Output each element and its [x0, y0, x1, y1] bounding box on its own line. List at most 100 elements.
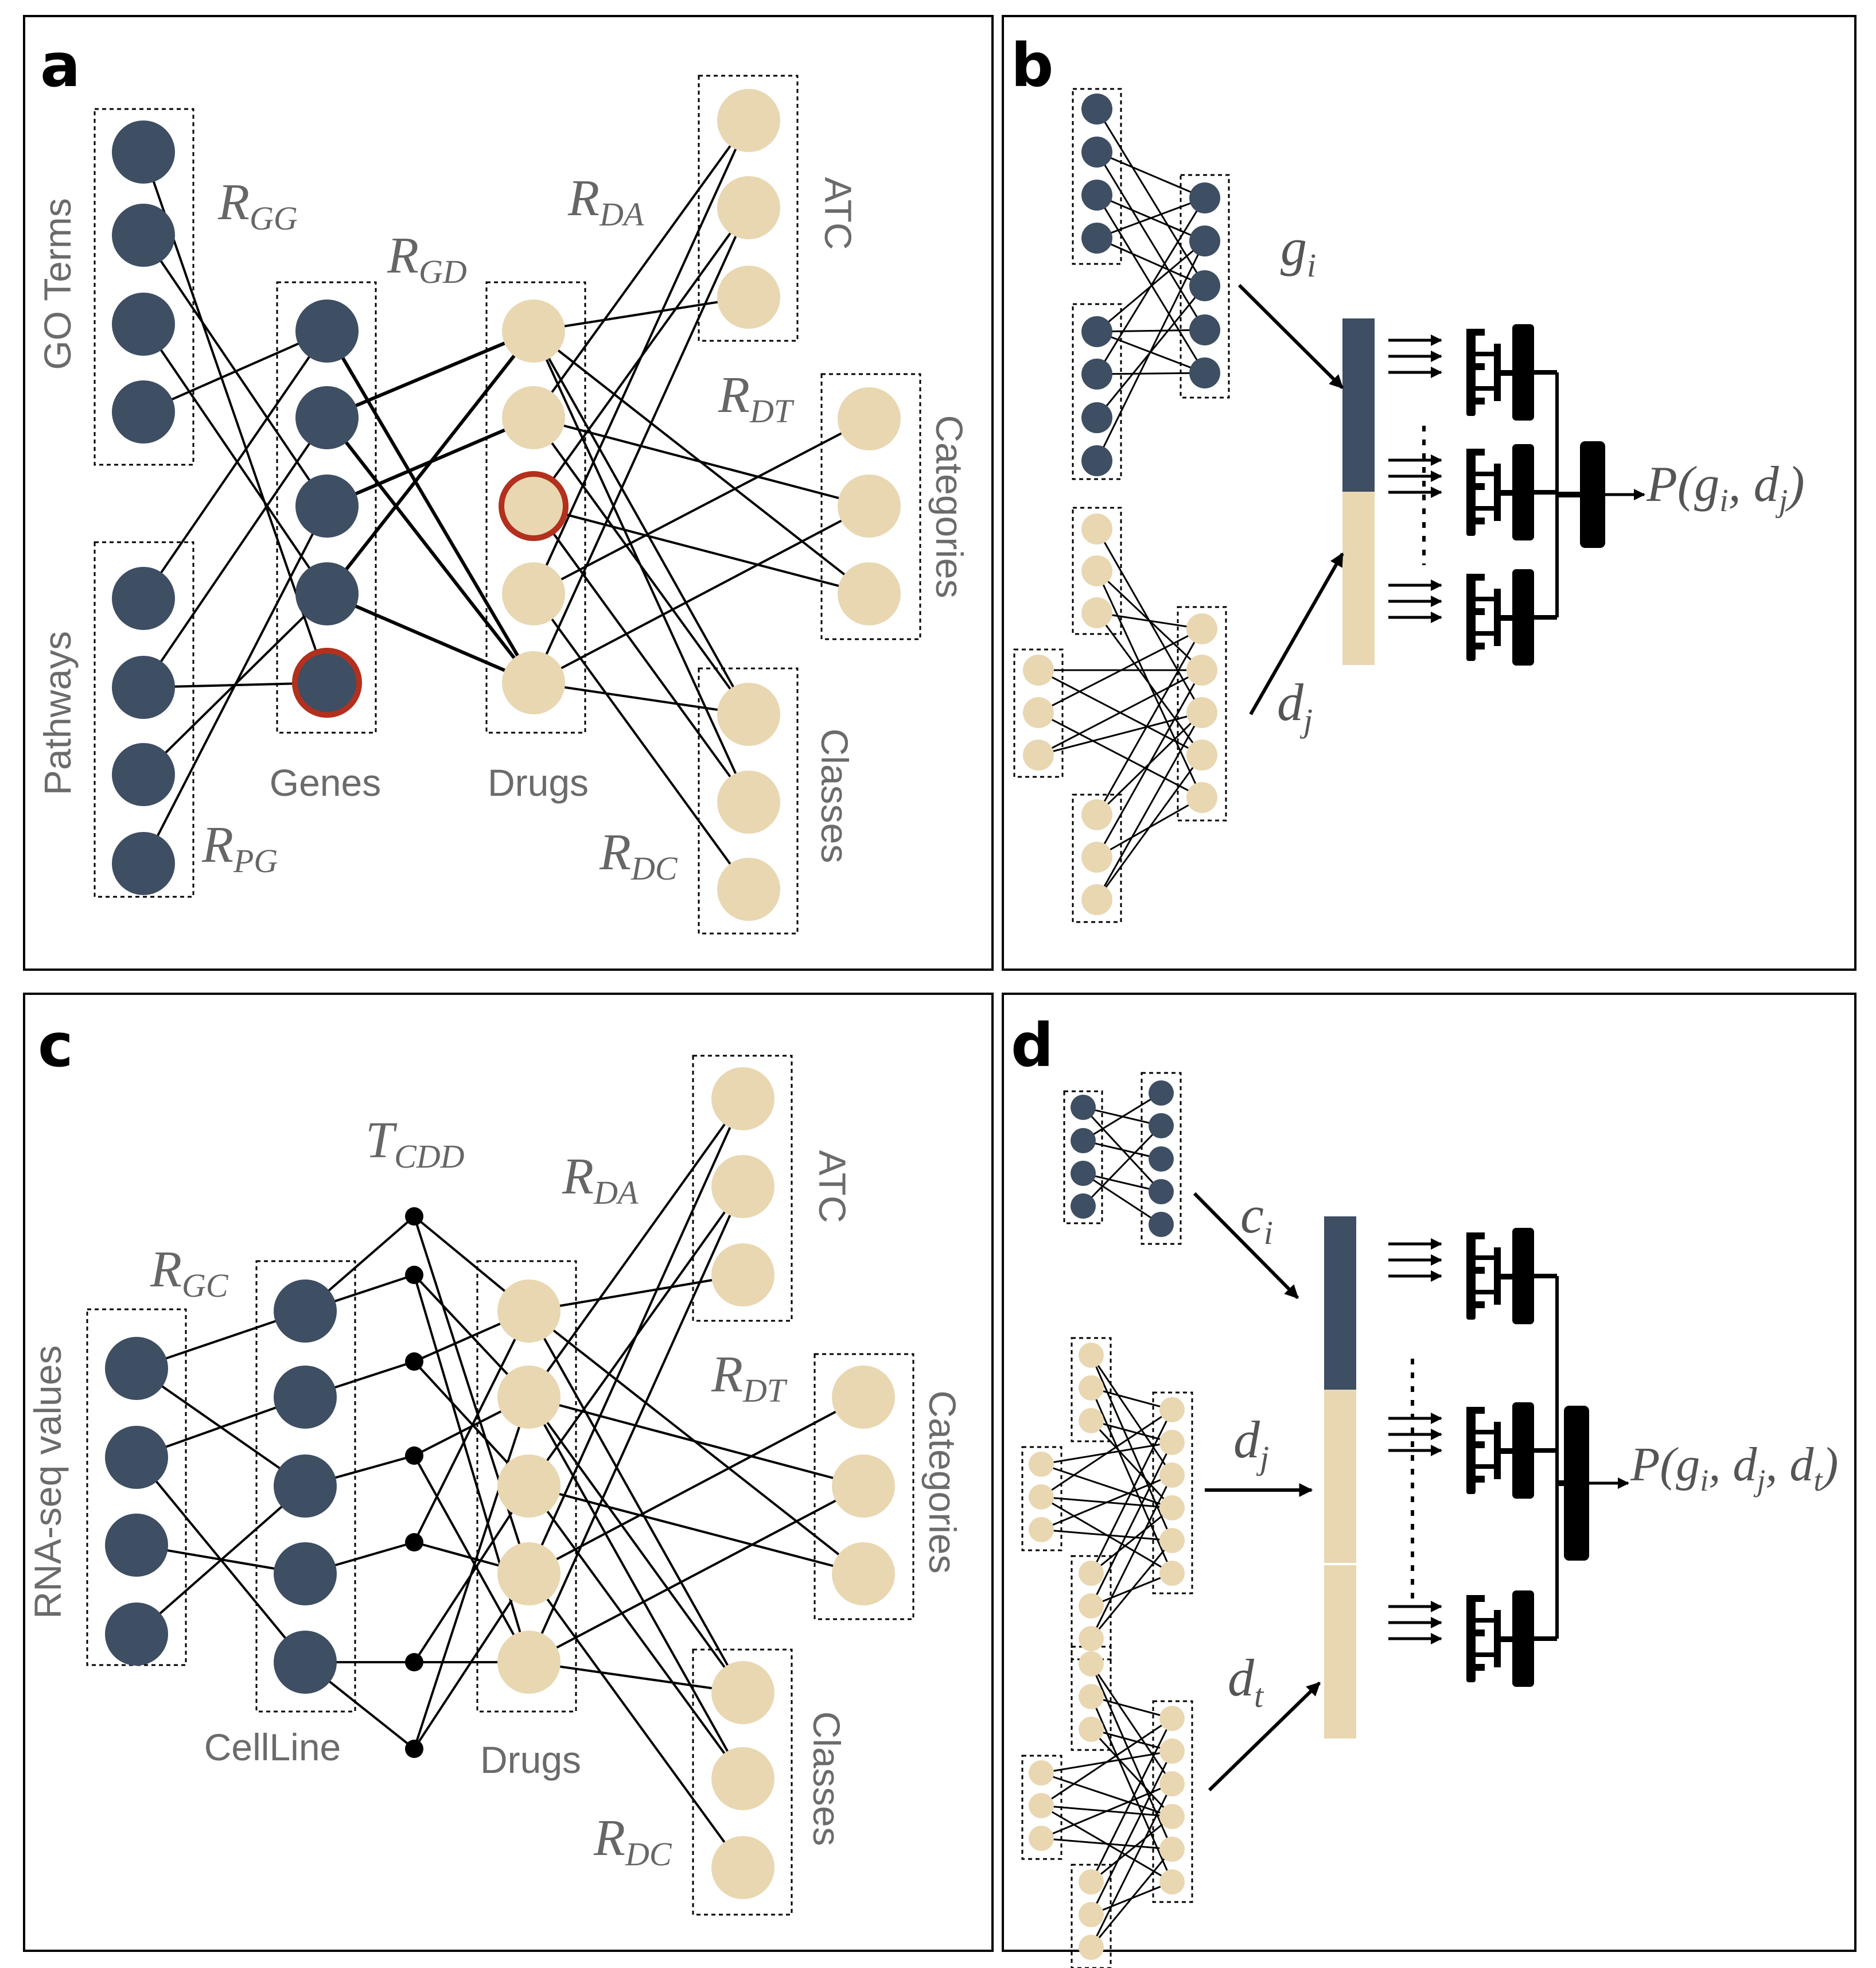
d-drug-j-edge	[1091, 1507, 1173, 1574]
d-drug-j-edge	[1090, 1442, 1173, 1607]
gene-node	[295, 562, 359, 625]
d-edge	[1082, 1125, 1162, 1207]
b-net-sub-connector	[1501, 615, 1512, 621]
d-cell-node	[1149, 1113, 1174, 1138]
box-atc-a	[698, 75, 799, 342]
b-embedding-gene-segment	[1342, 318, 1375, 492]
edge-dc-c	[528, 1396, 744, 1694]
classifier-networks	[1193, 283, 1645, 1792]
d-drug-j-box-1	[1071, 1337, 1112, 1442]
d-drug-t-box-1	[1071, 1646, 1112, 1751]
d-drug-t-edge	[1041, 1837, 1173, 1850]
rnaseq-node	[105, 1426, 168, 1489]
label-drugs-a: Drugs	[488, 761, 589, 804]
class-node-c	[711, 1836, 774, 1899]
d-net-sub-layer-1	[1466, 1407, 1476, 1494]
go-term-node	[112, 293, 175, 356]
group-boxes	[86, 75, 1230, 1968]
d-drug-j-edge	[1090, 1355, 1173, 1476]
relation-rgc: RGC	[150, 1241, 229, 1304]
edge-dc	[532, 330, 750, 715]
edge-cdd	[413, 1310, 530, 1543]
edge-dc-c	[528, 1661, 744, 1694]
d-drug-j-node	[1029, 1484, 1054, 1510]
b-net-sub-layer-1	[1466, 329, 1476, 416]
category-node	[838, 387, 901, 450]
d-drug-j-edge	[1090, 1419, 1173, 1509]
drug-node	[502, 562, 565, 625]
category-node	[838, 562, 901, 625]
b-gene-node	[1081, 180, 1112, 211]
d-net-sub-layer-1-stub	[1466, 1232, 1485, 1239]
panel-a-letter: a	[40, 30, 80, 100]
b-box-gene-left-2	[1072, 303, 1122, 480]
d-drug-t-box-3	[1071, 1864, 1112, 1968]
b-edge	[1096, 628, 1203, 815]
edge-dt-c	[528, 1396, 864, 1575]
atc-node	[717, 266, 780, 329]
edge-dt-c	[528, 1485, 864, 1575]
atc-node-c	[711, 1155, 774, 1218]
triplet-node	[405, 1740, 423, 1758]
triplet-node	[405, 1266, 423, 1284]
b-drug-node	[1081, 842, 1112, 873]
go-term-node	[112, 380, 175, 444]
b-edge	[1096, 330, 1205, 374]
d-net-sub-layer-2	[1512, 1228, 1534, 1324]
b-net-sub-bracket	[1494, 589, 1501, 646]
d-net-sub-connector	[1476, 1464, 1497, 1469]
b-drug-node	[1081, 555, 1112, 586]
box-drugs-c	[476, 1260, 577, 1713]
cellline-node	[274, 1366, 337, 1429]
d-net-sub-connector	[1476, 1290, 1497, 1294]
panel-b-frame	[1002, 15, 1856, 971]
relation-tcdd: TCDD	[365, 1112, 465, 1175]
b-net-sub-layer-1-stub	[1466, 483, 1485, 490]
b-net-output-layer	[1580, 441, 1605, 548]
d-net-sub-layer-1-stub	[1466, 1301, 1485, 1308]
d-drug-j-box-3	[1071, 1555, 1112, 1660]
d-drug-j-edge	[1091, 1387, 1173, 1411]
b-net-sub-connector	[1534, 370, 1557, 375]
label-rnaseq: RNA-seq values	[26, 1345, 69, 1619]
d-net-sub-connector	[1476, 1255, 1497, 1260]
triplet-node	[405, 1352, 423, 1371]
d-cell-node	[1149, 1179, 1174, 1204]
cellline-node	[274, 1279, 337, 1343]
d-net-sub-connector	[1501, 1274, 1512, 1279]
edge-dt	[533, 505, 870, 684]
d-net-sub-layer-1-stub	[1466, 1595, 1485, 1602]
b-net-sub-layer-1	[1466, 449, 1476, 536]
highlighted-drug-ring	[499, 471, 569, 541]
edge-gg	[142, 323, 328, 595]
d-drug-t-node	[1159, 1869, 1185, 1895]
relation-rda-c: RDA	[562, 1148, 639, 1211]
b-edge	[1038, 711, 1202, 799]
d-drug-t-edge	[1090, 1783, 1173, 1948]
rnaseq-node	[105, 1337, 168, 1400]
d-drug-t-node	[1159, 1738, 1185, 1764]
atc-node-c	[711, 1067, 774, 1130]
category-node	[838, 475, 901, 538]
edge-pg	[142, 330, 328, 600]
label-pathways: Pathways	[36, 631, 79, 795]
d-net-sub-layer-2	[1512, 1402, 1534, 1499]
d-net-sub-bracket	[1494, 1610, 1501, 1667]
b-drug-node	[1186, 740, 1217, 771]
edge-dt	[533, 505, 870, 595]
d-drug-t-edge	[1041, 1717, 1173, 1807]
panel-b-letter: b	[1011, 30, 1053, 100]
d-drug-t-edge	[1091, 1695, 1173, 1720]
b-edge	[1096, 329, 1205, 333]
gene-node	[295, 300, 359, 363]
box-cellline	[255, 1260, 356, 1713]
d-drug-t-box-2	[1021, 1755, 1062, 1860]
b-gene-node	[1081, 316, 1112, 347]
d-drug-t-node	[1079, 1935, 1104, 1960]
rnaseq-node	[105, 1514, 168, 1577]
b-edge	[1096, 712, 1203, 900]
d-net-sub-bracket	[1494, 1247, 1501, 1305]
d-net-sub-layer-1-stub	[1466, 1407, 1485, 1414]
edge-da-c	[528, 1186, 744, 1663]
d-drug-t-edge	[1090, 1751, 1173, 1915]
